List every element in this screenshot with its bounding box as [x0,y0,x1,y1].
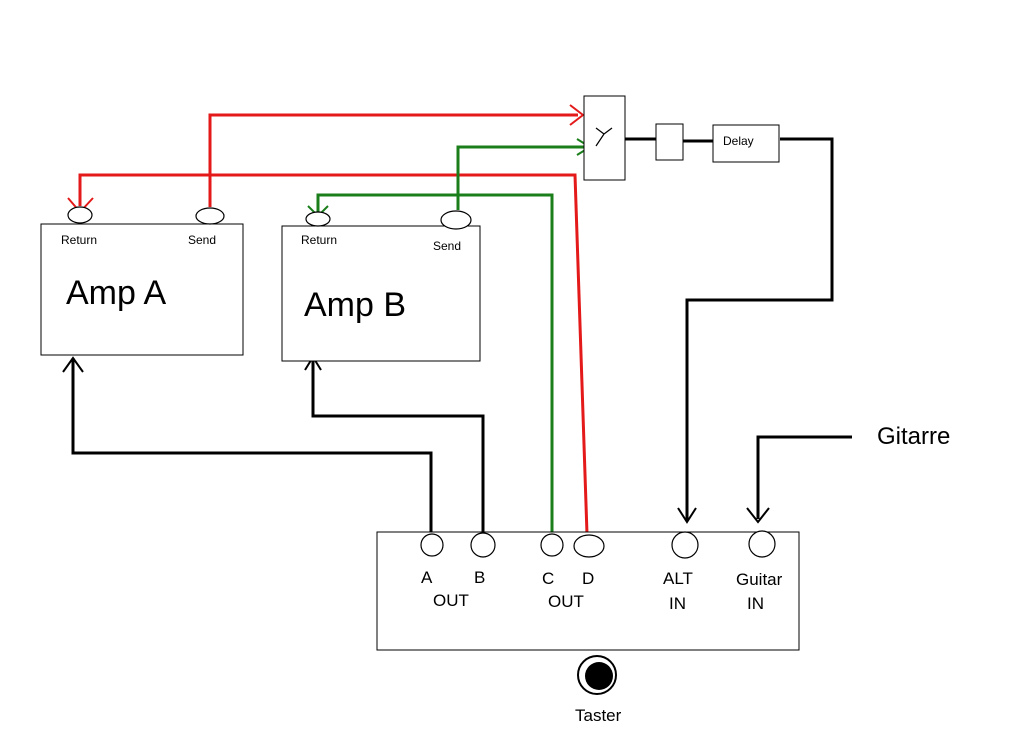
amp-b-send-label: Send [433,239,461,253]
out-d-label: D [582,569,594,588]
guitar-in-label-line1: Guitar [736,570,783,589]
delay-label: Delay [723,134,754,148]
arrow-splitter-red [569,104,585,126]
cable-out-d-to-amp-a-return [78,173,589,535]
taster-label: Taster [575,706,622,725]
amp-a-box [40,223,244,356]
jack-out-a [420,533,444,557]
amp-a-return-jack [67,206,93,224]
amp-b-send-jack [440,210,472,230]
cable-out-c-to-amp-b-return [316,193,554,534]
cable-amp-b-send-to-splitter [456,145,585,210]
alt-in-label-line1: ALT [663,569,693,588]
out-cd-label: OUT [548,592,584,611]
out-a-label: A [421,568,433,587]
amp-b-return-label: Return [301,233,337,247]
cable-amp-a-send-to-splitter [208,113,578,207]
cable-out-b-to-amp-b [311,357,485,532]
jack-guitar-in [748,530,776,558]
cable-delay-to-alt-in [685,137,834,520]
inline-box [655,123,684,161]
arrow-guitar-in [746,507,770,524]
splitter-box [583,95,626,181]
arrow-alt-in [677,507,697,524]
amp-a-title: Amp A [66,274,166,312]
cable-gitarre-to-guitar-in [756,435,852,519]
jack-out-d [573,534,605,558]
out-ab-label: OUT [433,591,469,610]
amp-b-return-jack [305,211,331,227]
arrow-amp-a-input [62,356,84,373]
delay-box [712,124,780,163]
out-c-label: C [542,569,554,588]
taster-button-core [585,662,613,690]
amp-a-return-label: Return [61,233,97,247]
cable-out-a-to-amp-a [71,358,433,534]
gitarre-label: Gitarre [877,423,950,450]
amp-a-send-jack [195,207,225,225]
jack-out-c [540,533,564,557]
jack-out-b [470,532,496,558]
amp-b-title: Amp B [304,286,406,324]
out-b-label: B [474,568,485,587]
amp-b-box [281,225,481,362]
jack-alt-in [671,531,699,559]
alt-in-label-line2: IN [669,594,686,613]
guitar-in-label-line2: IN [747,594,764,613]
splitter-symbol [595,127,613,147]
amp-a-send-label: Send [188,233,216,247]
